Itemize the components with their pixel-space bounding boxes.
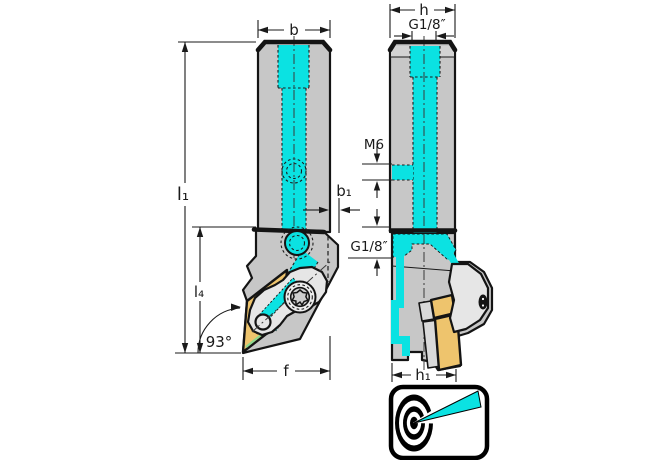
- m6-label: M6: [364, 137, 384, 153]
- dim-b1-label: b₁: [336, 182, 352, 200]
- dimensions-side: h G1/8″ M6 G1/8″: [348, 1, 457, 384]
- angle-label: 93°: [206, 333, 233, 351]
- dim-angle: 93°: [197, 303, 241, 354]
- dim-h1: h₁: [391, 363, 457, 384]
- dim-b-label: b: [289, 21, 299, 39]
- dim-g18-top: G1/8″: [394, 17, 454, 42]
- dim-b: b: [257, 20, 331, 39]
- dim-h: h: [389, 1, 456, 38]
- g18-side-label: G1/8″: [350, 239, 387, 255]
- m6-port: [392, 165, 413, 180]
- dim-l4-label: l₄: [194, 283, 204, 301]
- side-coolant-zigzag: [391, 256, 410, 356]
- front-coolant-exit-hole: [284, 230, 310, 256]
- front-head-junction: [251, 227, 327, 235]
- dimensions-front: b l₁ l₄ b₁: [175, 20, 360, 380]
- side-view: [387, 36, 494, 372]
- dim-h1-label: h₁: [415, 366, 431, 384]
- front-top-edge: [255, 39, 333, 53]
- precision-coolant-icon: [388, 384, 490, 460]
- side-top-edge: [387, 39, 458, 53]
- dim-f-label: f: [283, 362, 289, 380]
- torx-socket-icon: [291, 289, 309, 307]
- coolant-jet-icon: [413, 390, 482, 424]
- dim-g18-side: G1/8″: [348, 209, 392, 276]
- front-view: [241, 36, 340, 355]
- dim-m6: M6: [362, 137, 392, 198]
- dim-h-label: h: [419, 1, 429, 19]
- dim-f: f: [242, 336, 331, 380]
- side-screw-head: [478, 294, 488, 310]
- clamp-side-boss: [447, 262, 490, 334]
- side-coolant-counterbore: [410, 46, 440, 77]
- clamp-screw-front: [283, 280, 317, 314]
- g18-top-label: G1/8″: [408, 17, 445, 33]
- dim-b1: b₁: [303, 182, 360, 233]
- dim-l1-label: l₁: [177, 184, 189, 205]
- dim-l1: l₁: [175, 41, 256, 354]
